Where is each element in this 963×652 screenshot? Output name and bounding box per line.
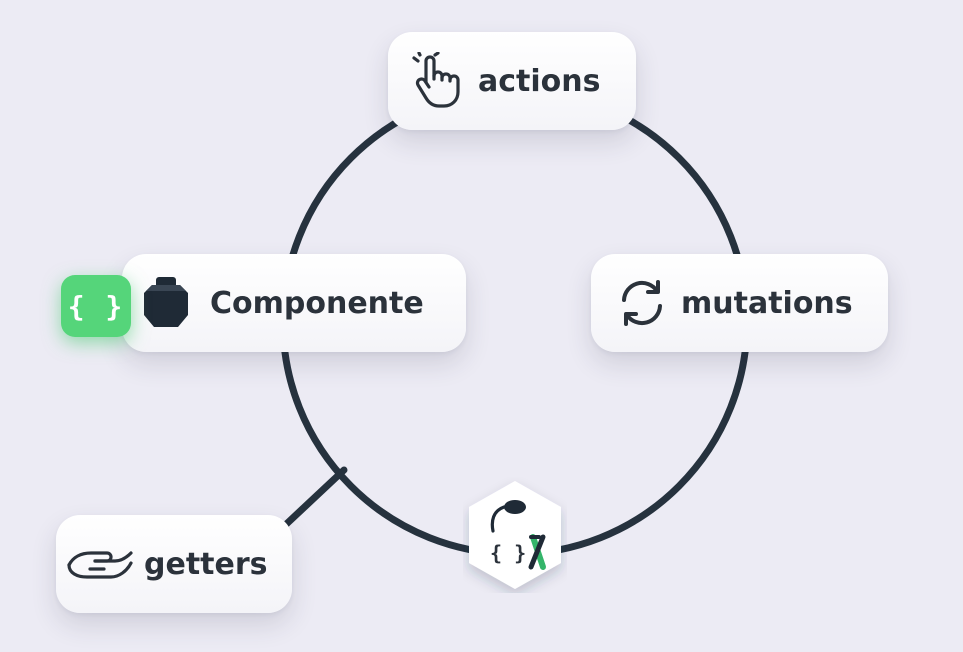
actions-node: actions: [388, 32, 636, 130]
actions-label: actions: [478, 63, 601, 99]
open-hand-icon: [66, 539, 136, 589]
pointer-hand-icon: [410, 52, 468, 110]
mutations-label: mutations: [681, 285, 853, 321]
json-badge-text: { }: [67, 289, 125, 323]
mutations-node: mutations: [591, 254, 888, 352]
getters-connector-line: [276, 466, 348, 534]
component-block-icon: [138, 275, 194, 331]
store-braces-text: { }: [490, 541, 526, 565]
getters-node: getters: [56, 515, 292, 613]
refresh-cycle-icon: [615, 276, 669, 330]
componente-node: Componente: [122, 254, 466, 352]
componente-label: Componente: [210, 285, 424, 321]
getters-label: getters: [144, 546, 268, 582]
vuex-store-hex-icon: { }: [463, 477, 567, 593]
curly-braces-icon: { }: [61, 275, 131, 337]
